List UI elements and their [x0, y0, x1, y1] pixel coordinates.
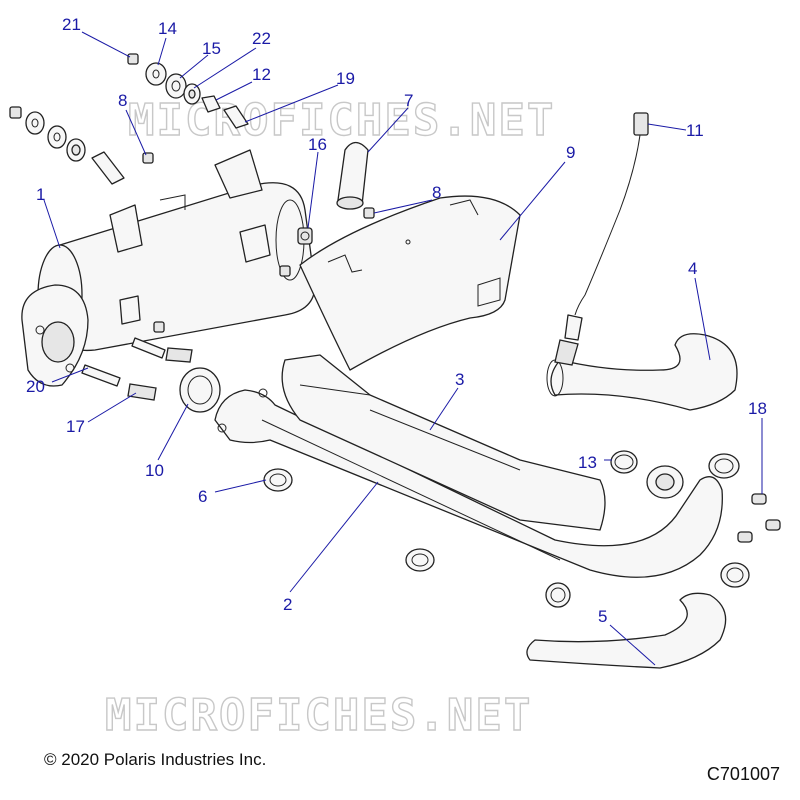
callout-11: 11 [686, 121, 704, 140]
part-spring-bolt-upper [131, 321, 193, 363]
callout-18: 18 [748, 399, 767, 418]
part-head-pipe [214, 388, 723, 578]
part-clamp-right-lower [720, 562, 750, 588]
callout-4: 4 [688, 259, 697, 278]
part-hardware-left [9, 106, 125, 185]
callout-9: 9 [566, 143, 575, 162]
callout-8-left: 8 [118, 91, 127, 110]
part-spark-arrestor [336, 141, 369, 210]
callout-6: 6 [198, 487, 207, 506]
callout-22: 22 [252, 29, 271, 48]
part-clamp-middle [545, 582, 571, 608]
part-gasket-10 [179, 367, 221, 413]
callout-13: 13 [578, 453, 597, 472]
callout-19: 19 [336, 69, 355, 88]
part-bolt-shield [279, 265, 291, 277]
callout-10: 10 [145, 461, 164, 480]
part-hardware-top [127, 53, 249, 129]
callout-17: 17 [66, 417, 85, 436]
callout-12: 12 [252, 65, 271, 84]
copyright-notice: © 2020 Polaris Industries Inc. [44, 750, 267, 769]
part-elbow-upper [546, 333, 738, 411]
part-pipe-shield [281, 354, 606, 531]
callout-8-right: 8 [432, 183, 441, 202]
callout-15: 15 [202, 39, 221, 58]
callout-20: 20 [26, 377, 45, 396]
part-clamp-right-upper [708, 453, 740, 479]
callout-21: 21 [62, 15, 81, 34]
callout-5: 5 [598, 607, 607, 626]
watermark-bottom: MICROFICHES.NET [105, 690, 532, 741]
callout-1: 1 [36, 185, 45, 204]
part-bolts-18 [737, 493, 781, 543]
callout-2: 2 [283, 595, 292, 614]
part-clamp-6 [263, 468, 293, 492]
callouts: 21 14 15 22 12 19 8 7 11 9 16 8 1 4 3 18… [26, 15, 767, 626]
part-bolt-8a [142, 152, 154, 164]
leader-lines [43, 31, 763, 666]
part-spring-bolt-lower [81, 364, 157, 401]
part-clamp-left-lower [405, 548, 435, 572]
callout-3: 3 [455, 370, 464, 389]
part-nut-16 [297, 227, 313, 245]
part-muffler [21, 149, 316, 387]
watermark-top: MICROFICHES.NET [128, 95, 555, 146]
callout-7: 7 [404, 91, 413, 110]
callout-14: 14 [158, 19, 177, 38]
part-gasket-13 [610, 450, 638, 474]
part-heat-shield [299, 195, 521, 371]
drawing-id: C701007 [706, 764, 780, 784]
part-elbow-lower [526, 592, 727, 669]
part-bolt-8b [363, 207, 375, 219]
callout-16: 16 [308, 135, 327, 154]
